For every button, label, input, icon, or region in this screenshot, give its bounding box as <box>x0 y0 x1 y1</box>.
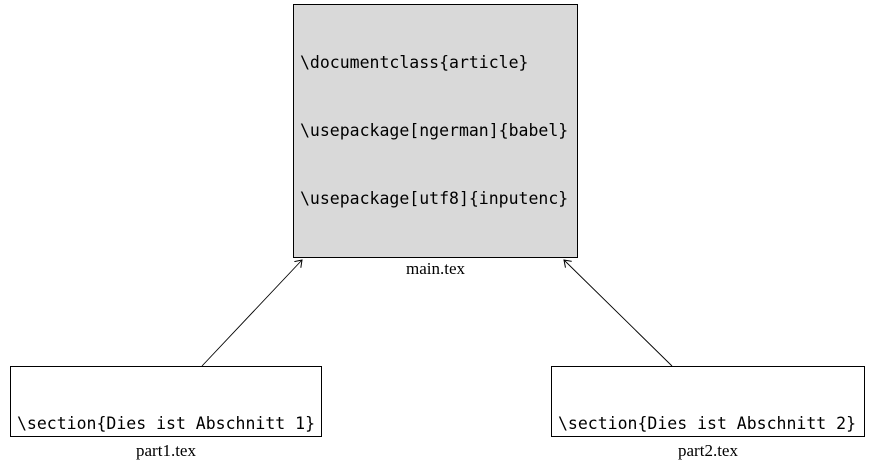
label-part1-tex: part1.tex <box>136 441 196 460</box>
code-line: \usepackage[T1]{fontenc} <box>300 256 571 258</box>
label-main-tex: main.tex <box>405 259 465 278</box>
node-part1-tex: \section{Dies ist Abschnitt 1} Hier ein … <box>10 366 322 437</box>
code-line: \section{Dies ist Abschnitt 1} <box>17 413 316 433</box>
arrow-part2-to-main <box>564 260 673 367</box>
code-line: \section{Dies ist Abschnitt 2} <box>558 413 857 433</box>
arrow-part1-to-main <box>201 260 302 367</box>
node-main-tex: \documentclass{article} \usepackage[nger… <box>293 4 578 258</box>
code-line: \documentclass{article} <box>300 53 529 73</box>
label-part2-tex: part2.tex <box>678 441 738 460</box>
code-line: \usepackage[ngerman]{babel} <box>300 120 569 140</box>
code-line: \usepackage[utf8]{inputenc} <box>300 188 569 208</box>
node-part2-tex: \section{Dies ist Abschnitt 2} Hier ein … <box>551 366 865 437</box>
